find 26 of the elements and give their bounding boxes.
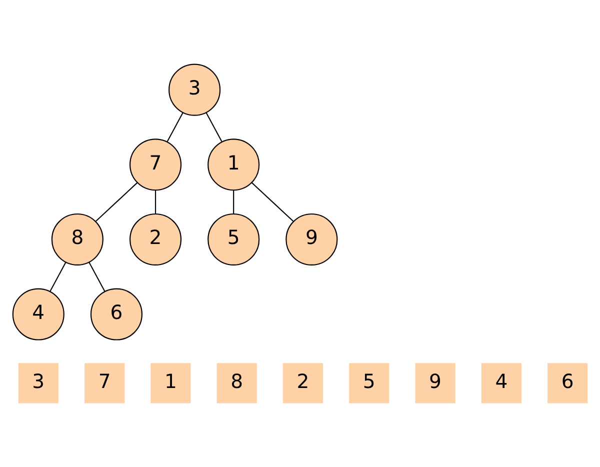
node-box: 5 <box>349 363 390 404</box>
node-box: 8 <box>216 363 257 404</box>
node-circle: 1 <box>208 138 260 191</box>
node-circle: 4 <box>12 288 64 340</box>
connector <box>50 262 66 292</box>
connector <box>88 262 106 292</box>
node-box: 1 <box>150 363 191 404</box>
node-box: 3 <box>18 363 58 404</box>
connector <box>251 182 294 222</box>
node-circle: 2 <box>129 213 182 266</box>
node-circle: 7 <box>129 138 182 191</box>
node-box: 7 <box>84 363 125 404</box>
connector <box>154 190 156 214</box>
node-circle: 8 <box>51 213 104 266</box>
node-circle: 9 <box>286 213 338 266</box>
node-circle: 6 <box>90 288 142 340</box>
node-box: 2 <box>282 363 324 404</box>
node-circle: 3 <box>168 64 221 116</box>
connector <box>206 112 222 142</box>
connector <box>96 182 138 222</box>
node-box: 6 <box>548 363 588 404</box>
connector <box>233 190 234 214</box>
node-box: 4 <box>481 363 522 404</box>
node-box: 9 <box>415 363 456 404</box>
connector <box>166 112 184 142</box>
node-circle: 5 <box>208 213 260 266</box>
